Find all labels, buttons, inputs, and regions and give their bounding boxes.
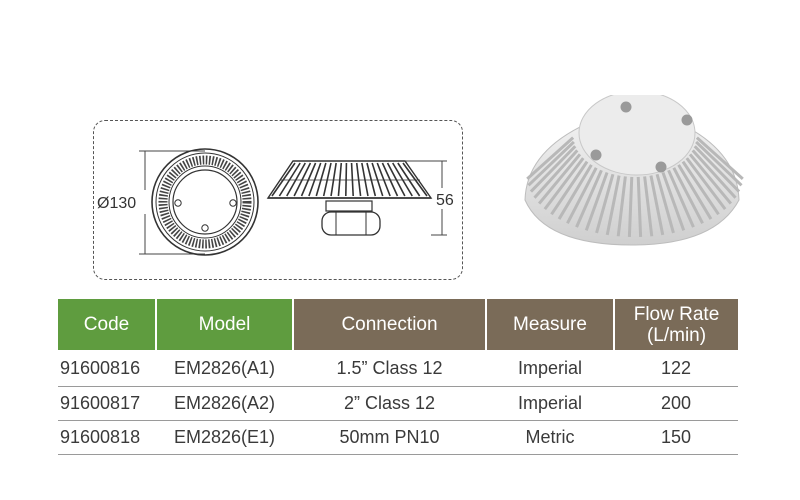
table-header-row: Code Model Connection Measure Flow Rate …	[58, 299, 738, 350]
cell-model: EM2826(E1)	[156, 420, 293, 455]
header-model: Model	[156, 299, 294, 350]
side-view-drawing: 56	[266, 160, 454, 236]
header-code: Code	[58, 299, 157, 350]
table-row: 91600816 EM2826(A1) 1.5” Class 12 Imperi…	[58, 350, 738, 387]
cell-code: 91600818	[58, 420, 156, 455]
header-flow-rate: Flow Rate (L/min)	[614, 299, 738, 350]
cell-flow-rate: 122	[614, 350, 738, 387]
specification-table: Code Model Connection Measure Flow Rate …	[58, 299, 738, 455]
technical-drawing-frame	[93, 120, 463, 280]
cell-connection: 2” Class 12	[293, 386, 486, 421]
technical-drawings: Ø130 56	[97, 148, 454, 256]
cell-connection: 1.5” Class 12	[293, 350, 486, 387]
header-connection: Connection	[293, 299, 487, 350]
diameter-dimension-label: Ø130	[97, 195, 136, 212]
table-row: 91600818 EM2826(E1) 50mm PN10 Metric 150	[58, 420, 738, 455]
cell-model: EM2826(A2)	[156, 386, 293, 421]
header-flow-rate-line2: (L/min)	[646, 324, 707, 346]
cell-measure: Imperial	[486, 386, 614, 421]
cell-measure: Metric	[486, 420, 614, 455]
cell-model: EM2826(A1)	[156, 350, 293, 387]
cell-flow-rate: 150	[614, 420, 738, 455]
header-measure: Measure	[486, 299, 615, 350]
cell-connection: 50mm PN10	[293, 420, 486, 455]
table-row: 91600817 EM2826(A2) 2” Class 12 Imperial…	[58, 386, 738, 421]
cell-flow-rate: 200	[614, 386, 738, 421]
cell-measure: Imperial	[486, 350, 614, 387]
product-photo	[524, 95, 744, 246]
header-flow-rate-line1: Flow Rate	[633, 303, 720, 325]
top-view-drawing: Ø130	[97, 148, 259, 256]
cell-code: 91600817	[58, 386, 156, 421]
cell-code: 91600816	[58, 350, 156, 387]
height-dimension-label: 56	[436, 192, 454, 209]
